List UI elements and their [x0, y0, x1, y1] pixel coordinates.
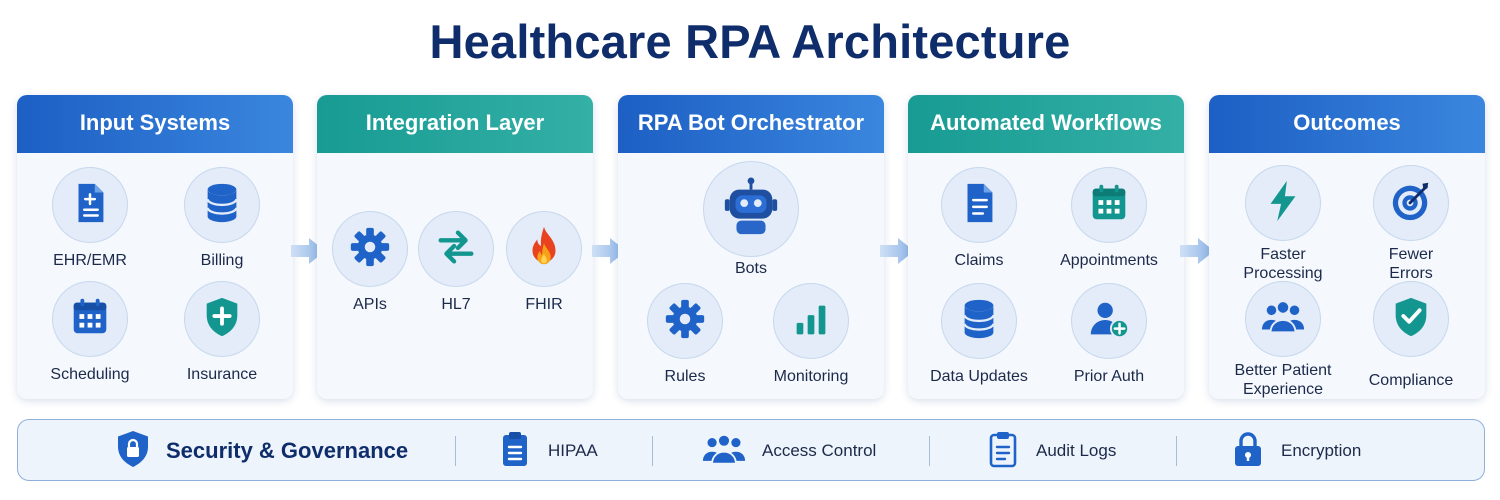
node-label: Billing [200, 252, 244, 269]
node-label: Fewer Errors [1346, 245, 1476, 283]
lightning-icon [1260, 178, 1306, 229]
gear-icon [347, 224, 393, 275]
node-label: Compliance [1368, 372, 1454, 389]
database-icon [199, 180, 245, 231]
divider [652, 436, 653, 466]
bar-item-label: Encryption [1281, 441, 1362, 460]
clipboard-icon [498, 430, 548, 473]
node-label: Appointments [1060, 252, 1158, 269]
bar-chart-icon [788, 296, 834, 347]
shield-check-icon [1388, 294, 1434, 345]
bar-title: Security & Governance [116, 420, 408, 482]
node-fewer-errors: Fewer Errors [1346, 165, 1476, 283]
label-line: Fewer [1388, 246, 1434, 263]
users-icon [1260, 294, 1306, 345]
node-label: Scheduling [50, 366, 130, 383]
shield-plus-icon [199, 294, 245, 345]
robot-icon [720, 176, 782, 243]
divider [455, 436, 456, 466]
divider [1176, 436, 1177, 466]
node-data-updates: Data Updates [914, 283, 1044, 386]
node-label: Prior Auth [1073, 368, 1145, 385]
security-governance-bar: Security & Governance HIPAA Access Contr… [17, 419, 1485, 481]
node-ehr-emr: EHR/EMR [25, 167, 155, 270]
node-billing: Billing [157, 167, 287, 270]
node-fhir: FHIR [479, 211, 593, 314]
node-compliance: Compliance [1346, 281, 1476, 390]
flame-icon [521, 224, 567, 275]
bar-item-audit-logs: Audit Logs [986, 420, 1116, 482]
column-input-systems: Input Systems EHR/EMR Billing Scheduling… [17, 95, 293, 399]
node-label: Better Patient Experience [1218, 361, 1348, 399]
node-label: Faster Processing [1218, 245, 1348, 283]
document-icon [67, 180, 113, 231]
target-icon [1388, 178, 1434, 229]
bar-item-hipaa: HIPAA [498, 420, 598, 482]
calendar-icon [67, 294, 113, 345]
node-monitoring: Monitoring [746, 283, 876, 386]
node-hl7: HL7 [391, 211, 521, 314]
swap-arrows-icon [433, 224, 479, 275]
node-label: Insurance [186, 366, 258, 383]
node-claims: Claims [914, 167, 1044, 270]
node-label: Claims [954, 252, 1004, 269]
column-header: Integration Layer [317, 95, 593, 153]
calendar-icon [1086, 180, 1132, 231]
node-label: Monitoring [773, 368, 849, 385]
bar-title-label: Security & Governance [166, 438, 409, 463]
column-header: RPA Bot Orchestrator [618, 95, 884, 153]
node-faster-processing: Faster Processing [1218, 165, 1348, 283]
users-icon [702, 430, 762, 473]
node-label: APIs [353, 296, 387, 313]
column-header: Outcomes [1209, 95, 1485, 153]
label-line: Experience [1242, 381, 1324, 398]
label-line: Errors [1389, 265, 1433, 282]
column-header: Automated Workflows [908, 95, 1184, 153]
flow-arrow [592, 236, 626, 266]
page-title: Healthcare RPA Architecture [429, 15, 1071, 68]
flow-arrow [291, 236, 325, 266]
bar-item-access-control: Access Control [702, 420, 876, 482]
node-scheduling: Scheduling [25, 281, 155, 384]
node-label: Bots [734, 260, 767, 277]
node-insurance: Insurance [157, 281, 287, 384]
node-label: HL7 [441, 296, 471, 313]
clipboard-list-icon [986, 430, 1036, 473]
column-automated-workflows: Automated Workflows Claims Appointments … [908, 95, 1184, 399]
flow-arrow [1180, 236, 1214, 266]
database-icon [956, 296, 1002, 347]
node-better-patient-experience: Better Patient Experience [1218, 281, 1348, 399]
document-icon [956, 180, 1002, 231]
shield-lock-icon [116, 430, 166, 473]
label-line: Better Patient [1234, 362, 1332, 379]
column-outcomes: Outcomes Faster Processing Fewer Errors [1209, 95, 1485, 399]
divider [929, 436, 930, 466]
node-label: Rules [664, 368, 706, 385]
padlock-icon [1231, 430, 1281, 473]
node-apis: APIs [317, 211, 435, 314]
flow-arrow [880, 236, 914, 266]
column-rpa-bot-orchestrator: RPA Bot Orchestrator Bots Rules Monitori… [618, 95, 884, 399]
gear-icon [662, 296, 708, 347]
node-prior-auth: Prior Auth [1044, 283, 1174, 386]
column-header: Input Systems [17, 95, 293, 153]
node-rules: Rules [620, 283, 750, 386]
column-integration-layer: Integration Layer APIs HL7 FHIR [317, 95, 593, 399]
bar-item-label: HIPAA [548, 441, 598, 460]
label-line: Processing [1243, 265, 1323, 282]
bar-item-label: Audit Logs [1036, 441, 1117, 460]
node-label: Data Updates [930, 368, 1028, 385]
bar-item-label: Access Control [762, 441, 877, 460]
node-label: EHR/EMR [53, 252, 127, 269]
label-line: Faster [1260, 246, 1306, 263]
node-bots: Bots [686, 161, 816, 278]
user-add-icon [1086, 296, 1132, 347]
node-label: FHIR [525, 296, 563, 313]
bar-item-encryption: Encryption [1231, 420, 1361, 482]
node-appointments: Appointments [1044, 167, 1174, 270]
